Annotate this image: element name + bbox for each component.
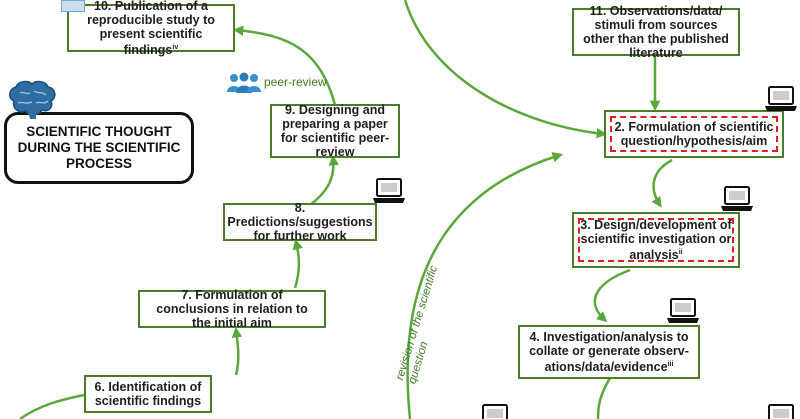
brain-icon: [6, 79, 58, 119]
step-4-box: 4. Investigation/analysis to collate or …: [518, 325, 700, 379]
laptop-icon: [764, 404, 798, 419]
step-3-sup: ii: [678, 248, 683, 256]
arrow-step7-to-step8: [292, 238, 303, 289]
step-10-sup: iv: [172, 43, 179, 51]
step-7-box: 7. Formulation of conclusions in relatio…: [138, 288, 326, 330]
step-7-label: 7. Formulation of conclusions in relatio…: [156, 288, 308, 330]
step-2-label: 2. Formulation of scientific question/hy…: [614, 120, 774, 148]
arrow-step9-to-step10: [232, 25, 337, 106]
laptop-icon: [666, 298, 700, 324]
laptop-icon: [372, 178, 406, 204]
step-6-label: 6. Identification of scientific findings: [94, 380, 202, 408]
arrow-step6-to-step7: [231, 326, 243, 376]
arrow-revision: [406, 152, 564, 419]
laptop-icon: [478, 404, 512, 419]
step-10-box: 10. Publication of a reproducible study …: [67, 0, 235, 57]
step-3-label: 3. Design/development of scientific inve…: [580, 217, 732, 263]
arrow-step4-down: [596, 377, 612, 419]
arrow-top-to-step2: [403, 0, 608, 139]
peer-review-label: peer-review: [264, 75, 327, 89]
step-10-label: 10. Publication of a reproducible study …: [87, 0, 215, 58]
title-box: SCIENTIFIC THOUGHT DURING THE SCIENTIFIC…: [4, 112, 194, 184]
laptop-icon: [764, 86, 798, 112]
step-11-label: 11. Observations/data/ stimuli from sour…: [583, 4, 729, 60]
step-9-label: 9. Designing and preparing a paper for s…: [280, 103, 390, 159]
arrow-step8-to-step9: [309, 154, 340, 206]
page-title: SCIENTIFIC THOUGHT DURING THE SCIENTIFIC…: [17, 124, 181, 171]
step-8-label: 8. Predictions/suggestions for further w…: [227, 201, 373, 243]
step-9-box: 9. Designing and preparing a paper for s…: [270, 103, 400, 159]
laptop-icon: [720, 186, 754, 212]
step-2-box: 2. Formulation of scientific question/hy…: [604, 110, 784, 158]
people-icon: [226, 72, 262, 94]
arrow-step2-to-step3: [651, 158, 673, 208]
arrow-into-step6: [19, 393, 85, 419]
arrow-step3-to-step4: [593, 268, 631, 323]
step-8-box: 8. Predictions/suggestions for further w…: [223, 201, 377, 243]
step-11-box: 11. Observations/data/ stimuli from sour…: [572, 4, 740, 60]
step-4-sup: iii: [667, 360, 674, 368]
step-6-box: 6. Identification of scientific findings: [84, 375, 212, 413]
step-3-box: 3. Design/development of scientific inve…: [572, 212, 740, 268]
step-4-label: 4. Investigation/analysis to collate or …: [529, 329, 689, 375]
document-icon: [61, 0, 85, 12]
